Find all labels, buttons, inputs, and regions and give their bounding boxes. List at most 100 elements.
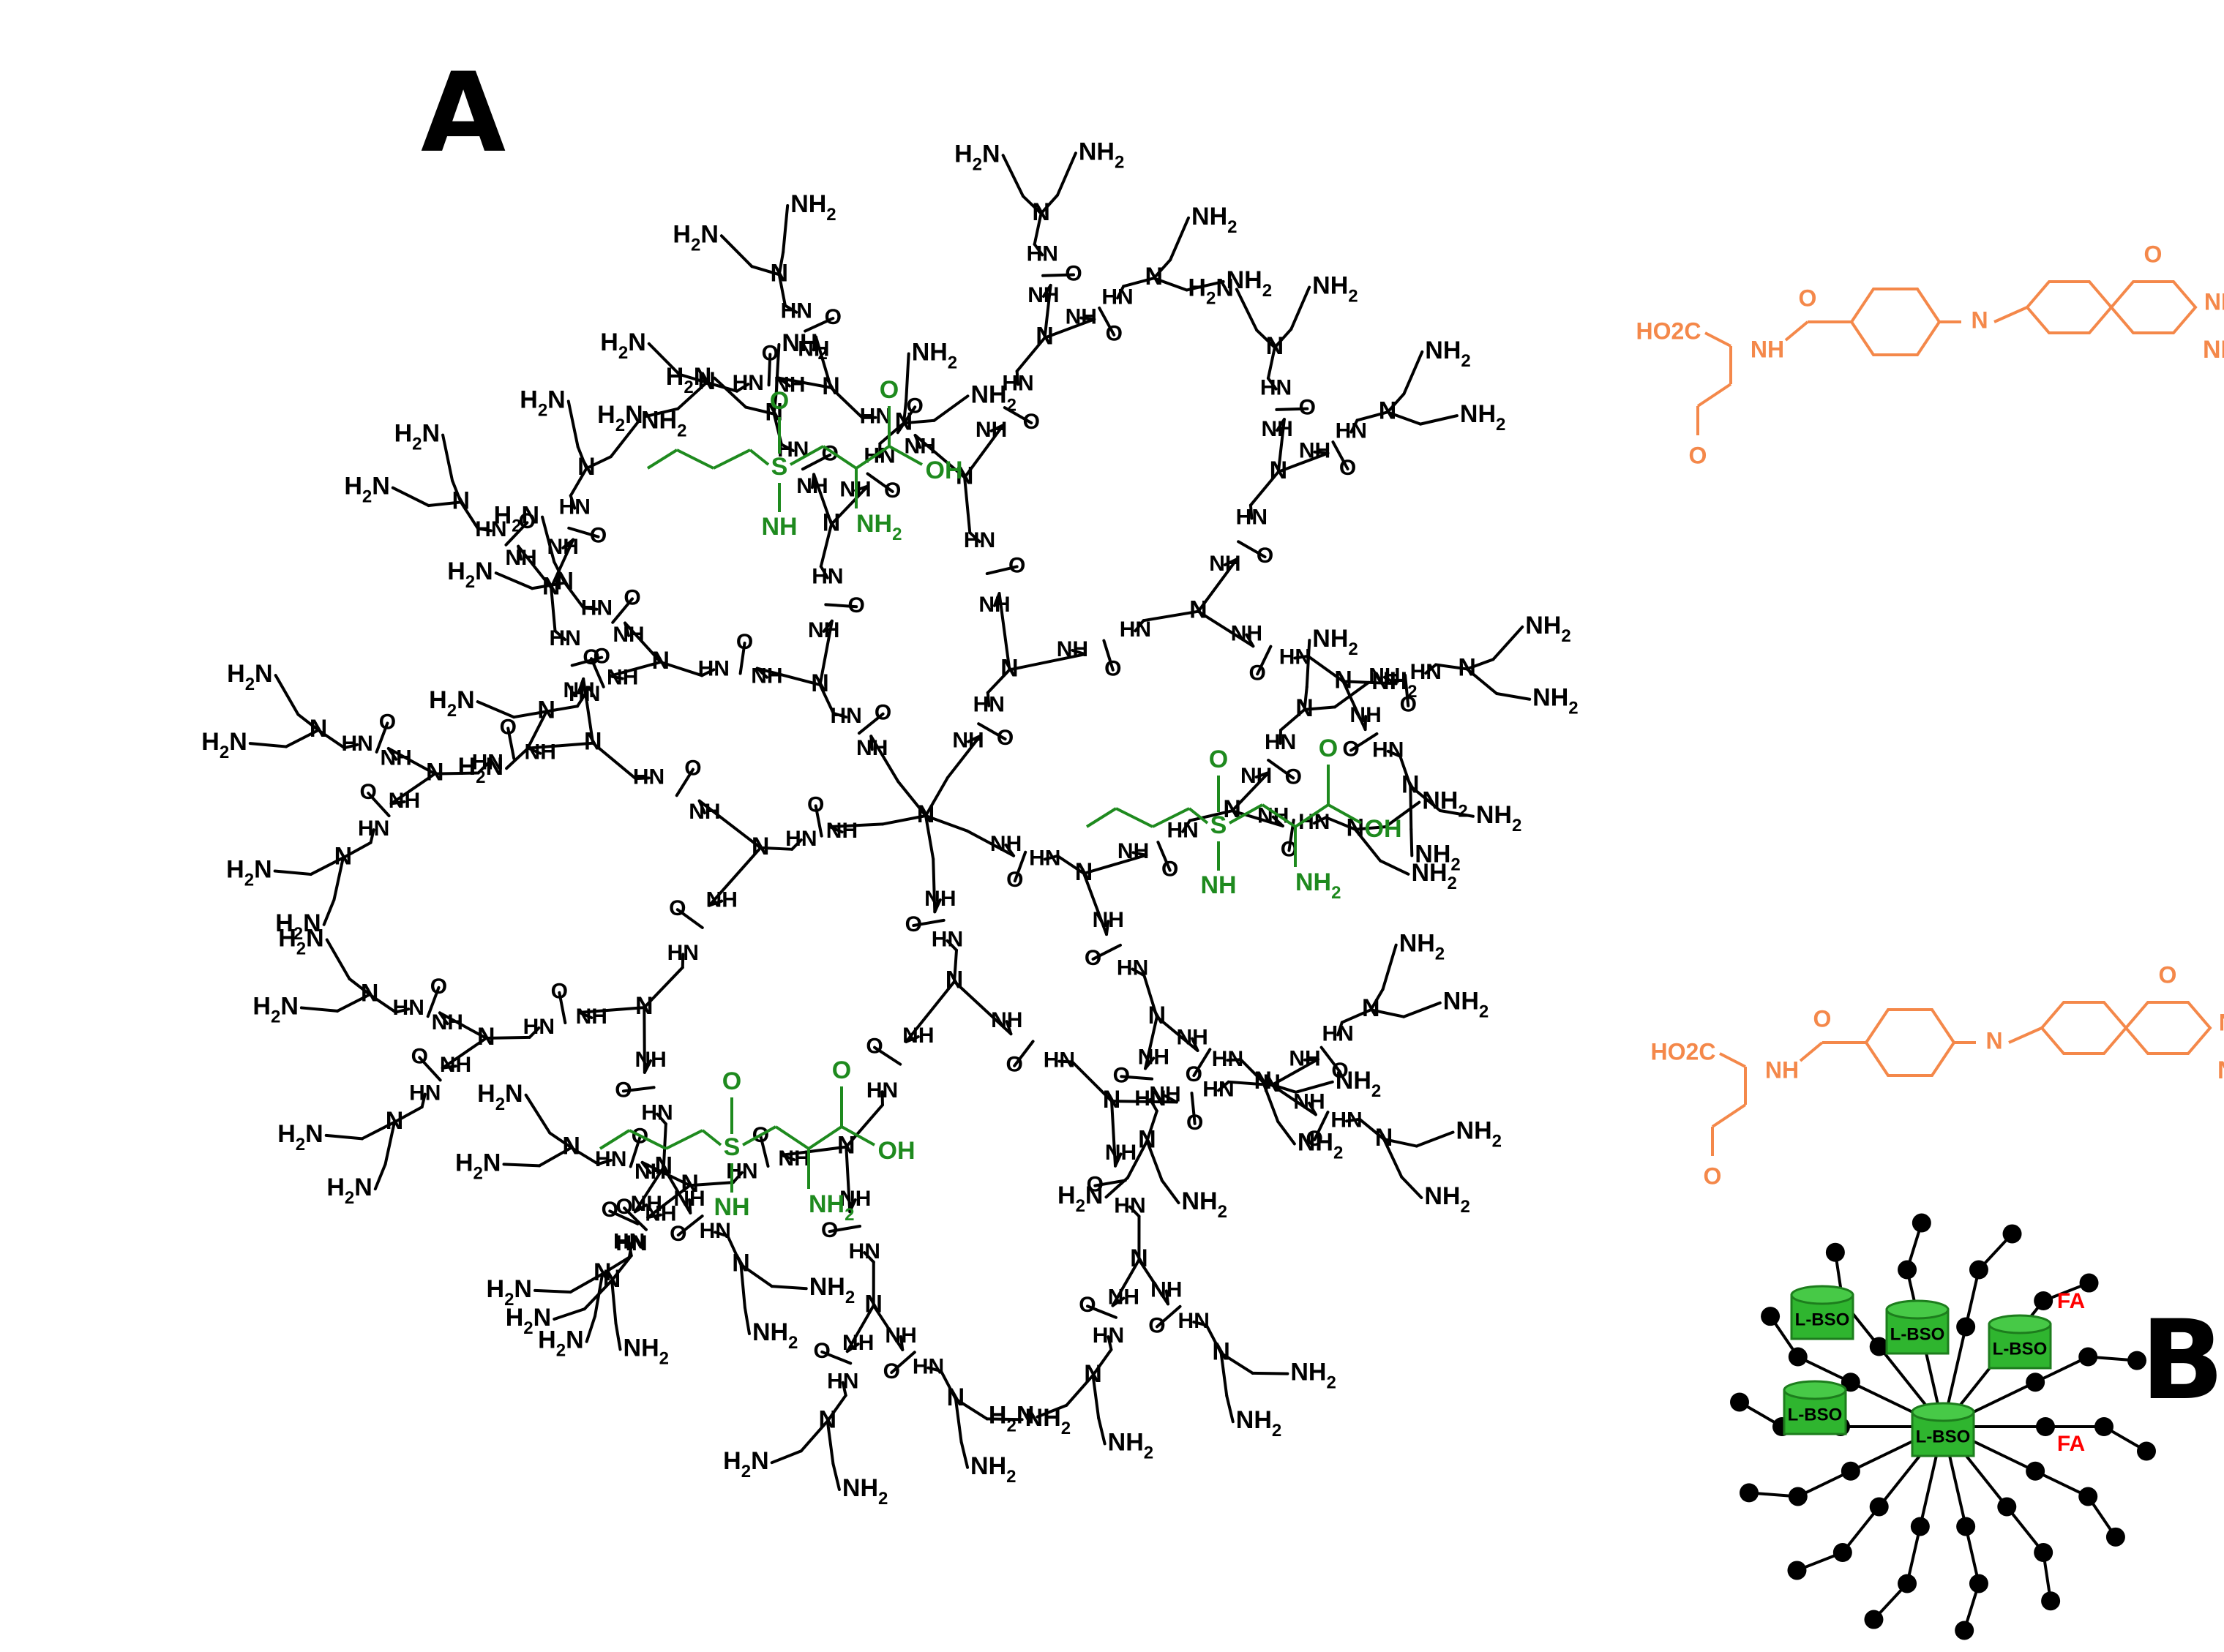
carboxylate-label: HO2C (1636, 318, 1701, 344)
amide-nh-label: NH (826, 819, 858, 843)
schematic-node (2094, 1417, 2113, 1436)
folate-conjugate-1: HO2CNHOONONHNH2 (1636, 241, 2224, 468)
bond (1162, 1181, 1179, 1204)
amide-nh-label: NH (1240, 764, 1272, 788)
amide-nh-label: NH (1293, 1090, 1325, 1114)
carboxyl-o-label: O (832, 1056, 851, 1084)
bond (1098, 1418, 1104, 1443)
bond (1170, 218, 1188, 260)
amide-nh-label: HN (1093, 1324, 1124, 1348)
amide-nh-label: HN (785, 827, 817, 851)
pteridine-nh-label: NH (2204, 288, 2224, 315)
bond (1003, 155, 1023, 196)
alpha-amine-label: NH2 (1295, 868, 1341, 903)
tertiary-amine-label: N (732, 1250, 750, 1277)
schematic-node (1761, 1307, 1780, 1326)
pyrazine-ring (2042, 1002, 2126, 1054)
folate-bond (1786, 322, 1808, 340)
carbonyl-o-label: O (1799, 285, 1817, 311)
tertiary-amine-label: N (822, 372, 840, 400)
butyl-chain (750, 450, 768, 465)
bond (393, 488, 429, 506)
amide-nh-label: NH (1176, 1025, 1208, 1049)
tertiary-amine-label: N (818, 1405, 836, 1433)
carbonyl-o-label: O (615, 1078, 632, 1102)
schematic-node (1789, 1348, 1808, 1367)
tertiary-amine-label: N (681, 1170, 699, 1198)
tertiary-amine-label: N (1075, 858, 1093, 886)
oxo-label: O (722, 1067, 741, 1095)
bond (526, 1095, 550, 1133)
carbonyl-o-label: O (684, 756, 701, 781)
amide-nh-label: HN (1260, 376, 1292, 400)
carbonyl-o-label: O (1186, 1062, 1202, 1086)
pteridine-amine-label: NH2 (2217, 1056, 2224, 1091)
schematic-node (1870, 1497, 1889, 1516)
amide-nh-label: NH (634, 1048, 666, 1072)
amine-label: NH2 (1298, 1128, 1343, 1163)
carbonyl-o-label: O (615, 1195, 632, 1219)
bond (1291, 288, 1309, 329)
pyrimidine-ring (2126, 1002, 2210, 1054)
lbso-cargo-2: L-BSO (1887, 1301, 1948, 1353)
amide-nh-label: HN (559, 495, 591, 519)
folate-bond (1705, 333, 1731, 346)
carboxyl-o-label: O (1319, 735, 1338, 762)
schematic-node (2003, 1224, 2022, 1243)
amide-nh-label: HN (1134, 1086, 1166, 1111)
amide-nh-label: HN (913, 1354, 944, 1378)
amide-nh-label: NH (796, 474, 828, 498)
pteridine-nh-label: NH (2219, 1009, 2224, 1035)
amine-label: NH2 (1181, 1187, 1227, 1222)
hydroxyl-label: OH (878, 1137, 916, 1165)
amine-label: NH2 (1456, 1117, 1502, 1152)
amine-label: NH2 (1532, 684, 1578, 718)
amide-nh-label: HN (1372, 738, 1404, 762)
amide-nh-label: HN (1044, 1048, 1075, 1073)
amine-label: NH2 (1191, 203, 1237, 237)
carbonyl-o-label: O (1813, 1005, 1832, 1032)
amide-nh-label: NH (991, 1008, 1022, 1032)
amide-nh-label: NH (689, 800, 720, 824)
carbonyl-o-label: O (821, 1218, 838, 1242)
bond (772, 1451, 801, 1463)
amine-label: NH2 (1108, 1428, 1153, 1463)
bond (1420, 416, 1457, 424)
bond (1237, 289, 1257, 330)
bond (1404, 1003, 1440, 1017)
amine-label: NH2 (1525, 612, 1570, 646)
bond (1497, 694, 1530, 699)
folate-conjugate-2: HO2CNHOONONHNH2 (1651, 961, 2224, 1189)
amide-nh-label: NH (547, 535, 579, 559)
amine-label: H2N (227, 660, 272, 694)
amine-label: H2N (1057, 1182, 1103, 1216)
benzene-ring (1852, 289, 1939, 355)
amine-label: H2N (673, 220, 718, 255)
carbonyl-o-label: O (736, 630, 753, 654)
carbonyl-o-label: O (884, 478, 901, 503)
tertiary-amine-label: N (452, 487, 470, 514)
amide-nh-label: HN (667, 941, 699, 965)
carbonyl-o-label: O (807, 792, 824, 816)
imine-nh-label: NH (1200, 871, 1236, 899)
bond (1417, 1133, 1453, 1146)
bond (443, 435, 452, 481)
amine-label: NH2 (624, 1334, 669, 1368)
amine-label: H2N (597, 401, 643, 435)
tertiary-amine-label: N (556, 568, 574, 596)
schematic-node (1841, 1462, 1860, 1481)
carbonyl-o-label: O (1079, 1293, 1096, 1317)
bond (1227, 1396, 1232, 1422)
carbonyl-o-label: O (1342, 737, 1359, 762)
tertiary-amine-label: N (864, 1290, 883, 1318)
amide-nh-label: HN (1330, 1108, 1362, 1132)
carbonyl-o-label: O (1339, 456, 1356, 480)
carboxyl-o-label: O (880, 376, 899, 404)
amide-nh-label: NH (902, 1024, 934, 1048)
schematic-node (1912, 1214, 1931, 1233)
tertiary-amine-label: N (334, 842, 353, 870)
tertiary-amine-label: N (537, 696, 555, 724)
schematic-node (1955, 1621, 1974, 1640)
bond (569, 402, 578, 447)
amide-nh-label: HN (830, 704, 861, 728)
